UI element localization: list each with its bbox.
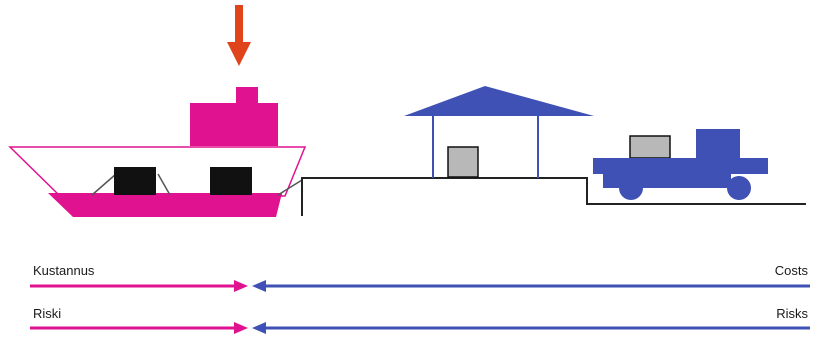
warehouse-box bbox=[448, 147, 478, 177]
down-arrow-icon bbox=[227, 5, 251, 66]
right-arrowhead-icon bbox=[234, 280, 248, 292]
label-kustannus: Kustannus bbox=[33, 263, 95, 278]
left-arrowhead-icon bbox=[252, 322, 266, 334]
warehouse-icon bbox=[404, 86, 594, 178]
right-arrowhead-icon bbox=[234, 322, 248, 334]
left-arrowhead-icon bbox=[252, 280, 266, 292]
cargo-box bbox=[114, 167, 156, 195]
ship-icon bbox=[10, 87, 305, 217]
risk-arrows bbox=[30, 322, 810, 334]
label-costs: Costs bbox=[775, 263, 809, 278]
cargo-box bbox=[210, 167, 252, 195]
label-riski: Riski bbox=[33, 306, 61, 321]
label-risks: Risks bbox=[776, 306, 808, 321]
truck-icon bbox=[593, 129, 768, 200]
cost-arrows bbox=[30, 280, 810, 292]
